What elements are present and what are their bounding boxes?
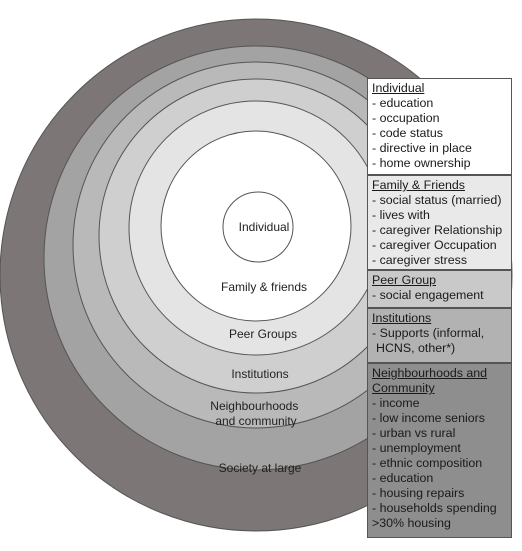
label-society: Society at large — [219, 461, 302, 475]
list-item: - social status (married) — [372, 193, 502, 207]
list-item: - urban vs rural — [372, 426, 456, 440]
list-item: - unemployment — [372, 441, 461, 455]
family-friends-box: Family & Friends - social status (marrie… — [367, 175, 512, 270]
label-neighbourhoods-line2: and community — [215, 414, 296, 428]
institutions-list: - Supports (informal, HCNS, other*) — [372, 326, 507, 356]
list-item: - caregiver Occupation — [372, 238, 497, 252]
label-neighbourhoods-line1: Neighbourhoods — [210, 399, 298, 413]
family-friends-list: - social status (married) - lives with -… — [372, 193, 507, 268]
list-item: - education — [372, 96, 434, 110]
neighbourhoods-community-box: Neighbourhoods and Community - income - … — [367, 363, 512, 538]
list-item: - income — [372, 396, 420, 410]
family-friends-box-title: Family & Friends — [372, 178, 465, 192]
list-item: >30% housing — [372, 516, 451, 530]
list-item: - directive in place — [372, 141, 472, 155]
list-item: - households spending — [372, 501, 497, 515]
label-peer-groups: Peer Groups — [229, 327, 297, 341]
institutions-box: Institutions - Supports (informal, HCNS,… — [367, 308, 512, 363]
peer-group-box: Peer Group - social engagement — [367, 270, 512, 308]
list-item: HCNS, other*) — [376, 341, 456, 355]
label-individual: Individual — [239, 220, 290, 234]
label-institutions: Institutions — [231, 367, 288, 381]
individual-list: - education - occupation - code status -… — [372, 96, 507, 171]
list-item: - education — [372, 471, 434, 485]
list-item: - housing repairs — [372, 486, 465, 500]
institutions-box-title: Institutions — [372, 311, 432, 325]
peer-group-list: - social engagement — [372, 288, 507, 303]
individual-box: Individual - education - occupation - co… — [367, 78, 512, 175]
neighbourhoods-box-title-line1: Neighbourhoods and — [372, 366, 488, 380]
list-item: - occupation — [372, 111, 440, 125]
list-item: - home ownership — [372, 156, 471, 170]
list-item: - low income seniors — [372, 411, 485, 425]
list-item: - code status — [372, 126, 443, 140]
ring-individual — [222, 191, 294, 263]
individual-box-title: Individual — [372, 81, 425, 95]
label-family-friends: Family & friends — [221, 280, 307, 294]
list-item: - ethnic composition — [372, 456, 483, 470]
list-item: - caregiver stress — [372, 253, 468, 267]
list-item: - lives with — [372, 208, 430, 222]
list-item: - social engagement — [372, 288, 484, 302]
label-neighbourhoods: Neighbourhoods and community — [210, 399, 301, 428]
peer-group-box-title: Peer Group — [372, 273, 437, 287]
neighbourhoods-list: - income - low income seniors - urban vs… — [372, 396, 507, 531]
list-item: - caregiver Relationship — [372, 223, 503, 237]
neighbourhoods-box-title-line2: Community — [372, 381, 435, 395]
list-item: - Supports (informal, — [372, 326, 485, 340]
